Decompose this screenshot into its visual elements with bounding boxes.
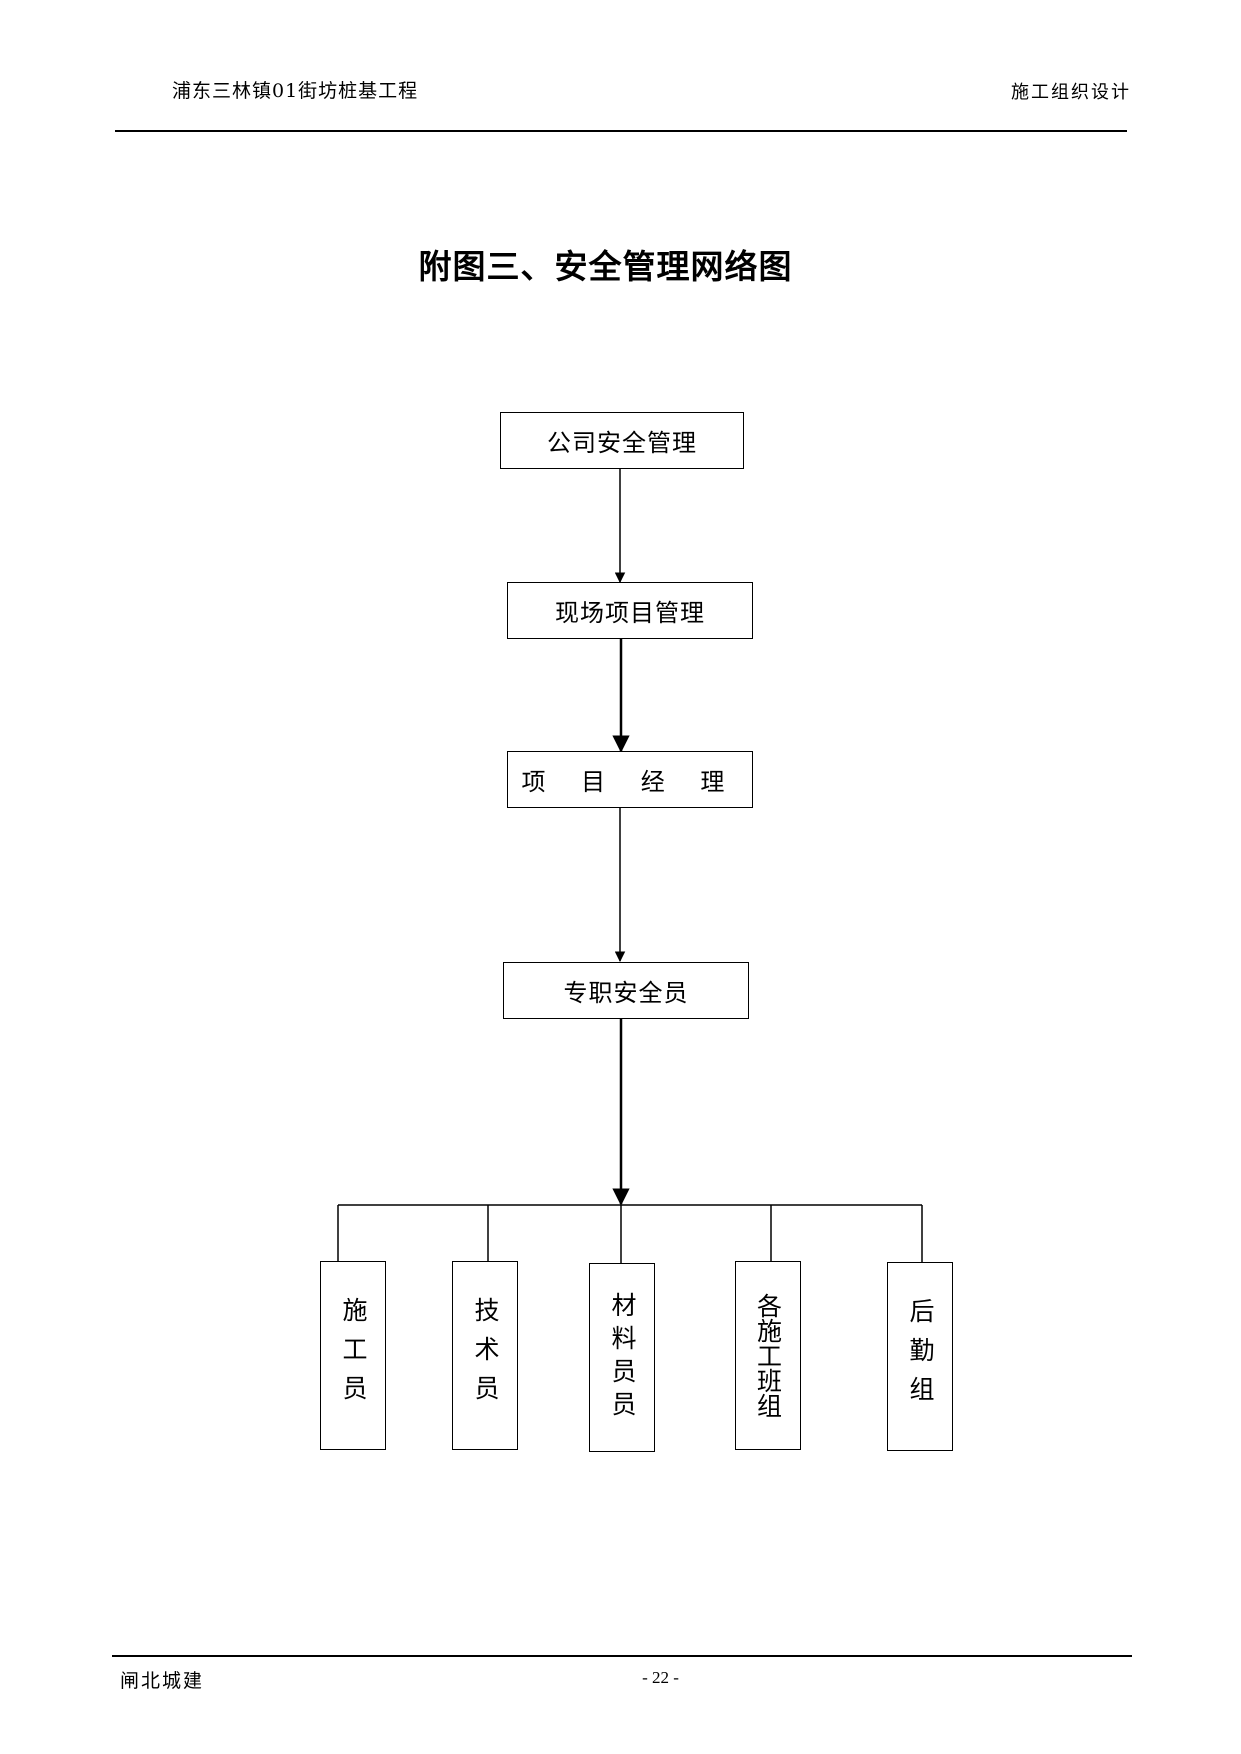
header-divider	[115, 130, 1127, 132]
leaf-work-teams: 各施工班组	[735, 1261, 801, 1450]
page-title: 附图三、安全管理网络图	[418, 247, 793, 286]
leaf-material-staff: 材料员员	[589, 1263, 655, 1452]
node-project-manager: 项 目 经 理	[507, 751, 753, 808]
header-section-name: 施工组织设计	[1011, 82, 1131, 103]
leaf-technical-staff: 技术员	[452, 1261, 518, 1450]
node-site-project: 现场项目管理	[507, 582, 753, 639]
node-company-safety: 公司安全管理	[500, 412, 744, 469]
footer-divider	[112, 1655, 1132, 1657]
node-safety-officer: 专职安全员	[503, 962, 749, 1019]
footer-company: 闸北城建	[120, 1670, 205, 1692]
leaf-construction-staff: 施工员	[320, 1261, 386, 1450]
header-project-name: 浦东三林镇01街坊桩基工程	[172, 80, 419, 102]
page-number: - 22 -	[642, 1668, 679, 1687]
leaf-logistics: 后勤组	[887, 1262, 953, 1451]
